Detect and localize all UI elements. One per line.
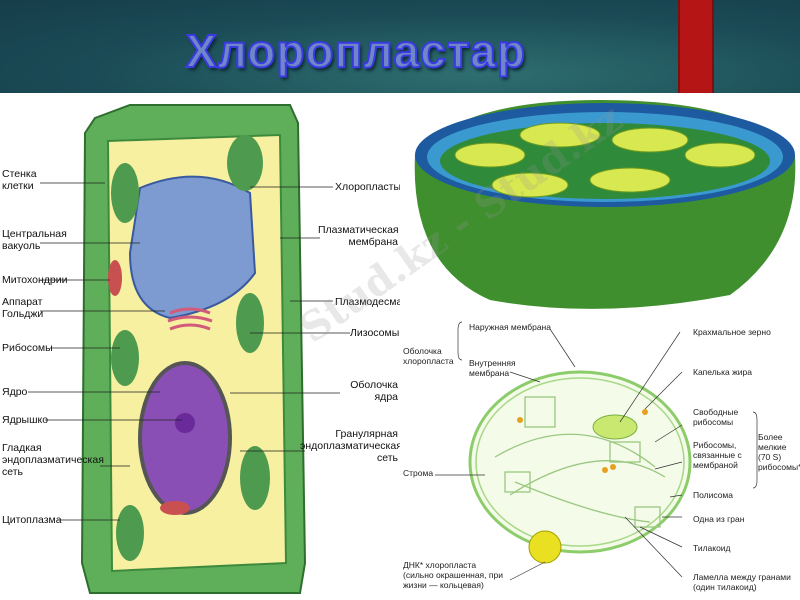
label-stroma: Строма [403, 468, 434, 478]
label-nucleolus: Ядрышко [2, 414, 49, 426]
label-envelope: Оболочка хлоропласта [403, 346, 454, 366]
label-free-ribosomes: Свободные рибосомы [693, 407, 739, 427]
label-lamella: Ламелла между гранами (один тилакоид) [693, 572, 791, 592]
label-plasma-membrane: Плазматическая мембрана [318, 224, 399, 248]
label-chloroplasts: Хлоропласты [335, 181, 402, 193]
label-ribosomes: Рибосомы [2, 342, 53, 354]
label-starch: Крахмальное зерно [693, 327, 771, 337]
accent-bar [678, 0, 714, 93]
label-cell-wall: Стенка клетки [2, 168, 37, 192]
label-inner-membrane: Внутренняя мембрана [469, 358, 516, 378]
chloroplast-schematic [400, 317, 800, 600]
label-cytoplasm: Цитоплазма [2, 514, 62, 526]
slide-title: Хлоропластар [185, 24, 526, 78]
label-dna: ДНК* хлоропласта (сильно окрашенная, при… [403, 560, 503, 590]
label-golgi: Аппарат Гольджи [2, 296, 44, 320]
label-nucleus: Ядро [2, 386, 28, 398]
label-mitochondria: Митохондрии [2, 274, 68, 286]
label-thylakoid: Тилакоид [693, 543, 731, 553]
label-nuclear-envelope: Оболочка ядра [350, 379, 398, 403]
label-polysome: Полисома [693, 490, 734, 500]
label-small-ribosomes: Более мелкие (70 S) рибосомы* [758, 432, 800, 472]
label-lysosomes: Лизосомы [350, 327, 400, 339]
label-central-vacuole: Центральная вакуоль [2, 228, 67, 252]
label-bound-ribosomes: Рибосомы, связанные с мембраной [693, 440, 742, 470]
label-rough-er: Гранулярная эндоплазматическая сеть [300, 428, 402, 464]
label-plasmodesma: Плазмодесма [335, 296, 403, 308]
plant-cell-diagram [28, 104, 350, 594]
chloroplast-3d-image [400, 95, 800, 317]
label-smooth-er: Гладкая эндоплазматическая сеть [2, 442, 104, 478]
label-granum: Одна из гран [693, 514, 745, 524]
label-fat: Капелька жира [693, 367, 752, 377]
slide-header [0, 0, 800, 93]
label-outer-membrane: Наружная мембрана [469, 322, 551, 332]
